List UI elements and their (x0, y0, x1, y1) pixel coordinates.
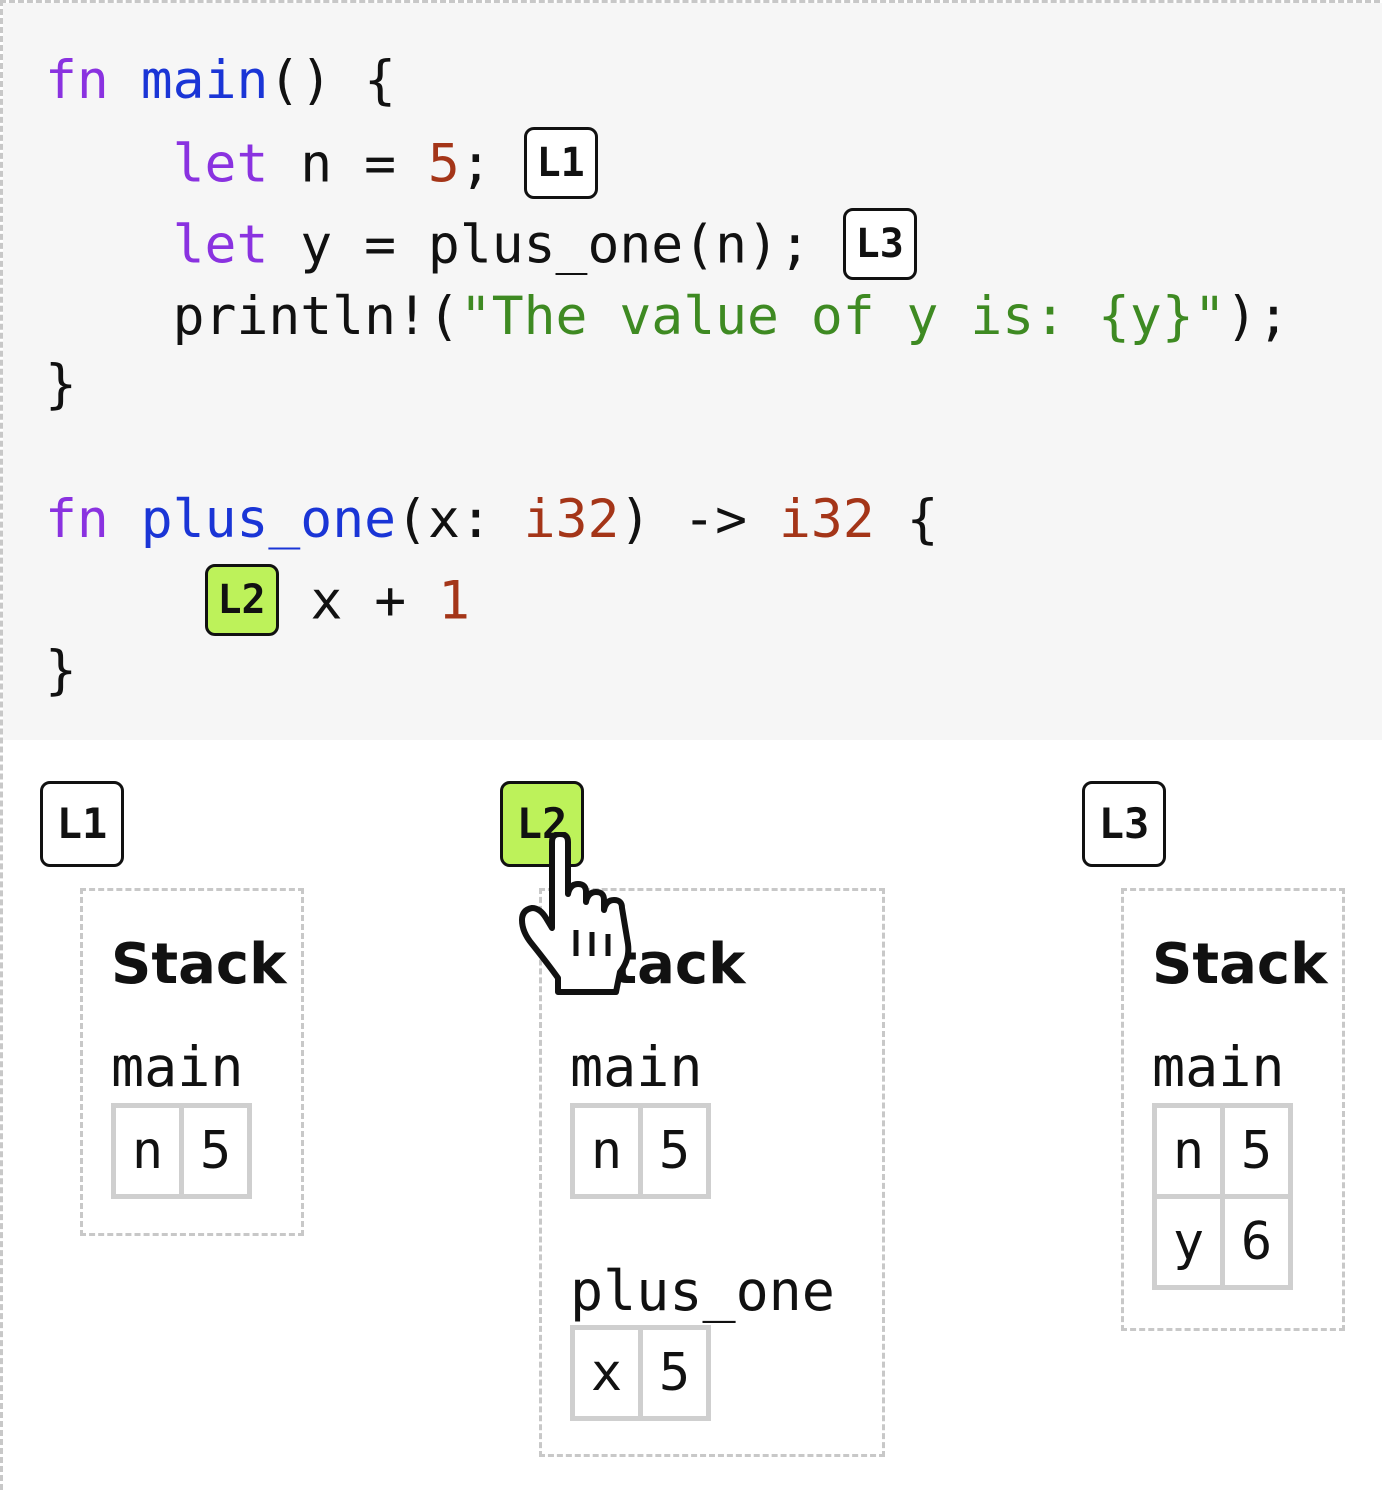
variable-row: x 5 (570, 1325, 711, 1421)
return-arrow: ) -> (619, 489, 779, 550)
opening-brace: { (874, 489, 939, 550)
code-line-let-n: let n = 5; L1 (45, 127, 598, 199)
code-line-plus-one-close: } (45, 641, 77, 701)
frame-vars-main: n 5 (570, 1103, 711, 1199)
step-badge-l1[interactable]: L1 (40, 781, 124, 867)
keyword-let: let (172, 214, 269, 276)
frame-vars-plus-one: x 5 (570, 1325, 711, 1421)
type-i32: i32 (523, 489, 620, 550)
var-name: n (570, 1103, 643, 1199)
var-value: 6 (1220, 1194, 1293, 1290)
var-name: n (111, 1103, 184, 1199)
variable-row: n 5 (1152, 1103, 1293, 1199)
var-name: n (1152, 1103, 1225, 1199)
frame-vars-main: n 5 y 6 (1152, 1103, 1293, 1290)
stack-panel-l1: Stack main n 5 (80, 888, 304, 1236)
stack-title: Stack (1152, 932, 1328, 997)
frame-name-main: main (1152, 1035, 1285, 1099)
plus-one-params: (x: (396, 489, 524, 550)
let-n-text: n = (268, 133, 428, 195)
code-line-let-y: let y = plus_one(n); L3 (45, 208, 917, 280)
inline-badge-l1[interactable]: L1 (523, 127, 598, 199)
code-line-println: println!("The value of y is: {y}"); (45, 286, 1290, 347)
step-badge-l2[interactable]: L2 (500, 781, 584, 867)
code-line-main-close: } (45, 355, 77, 415)
var-name: x (570, 1325, 643, 1421)
code-line-fn-plus-one: fn plus_one(x: i32) -> i32 { (45, 490, 939, 550)
var-value: 5 (638, 1103, 711, 1199)
step-badge-l3[interactable]: L3 (1082, 781, 1166, 867)
number-literal-5: 5 (427, 133, 460, 195)
code-line-fn-main: fn main() { (45, 51, 396, 111)
code-panel: fn main() { let n = 5; L1 let y = plus_o… (3, 3, 1382, 740)
keyword-let: let (172, 133, 269, 195)
frame-name-main: main (111, 1035, 244, 1099)
var-value: 5 (638, 1325, 711, 1421)
hand-pointer-icon (519, 832, 632, 995)
closing-brace: } (45, 640, 77, 701)
inline-badge-l3[interactable]: L3 (842, 208, 917, 280)
string-literal: "The value of y is: {y}" (459, 286, 1226, 347)
main-params: () { (268, 50, 397, 111)
println-end: ); (1225, 286, 1290, 347)
frame-name-plus-one: plus_one (570, 1259, 835, 1323)
var-name: y (1152, 1194, 1225, 1290)
let-y-text: y = plus_one(n); (268, 214, 811, 276)
stack-title: Stack (111, 932, 287, 997)
var-value: 5 (1220, 1103, 1293, 1199)
var-value: 5 (179, 1103, 252, 1199)
inline-badge-l2[interactable]: L2 (204, 564, 279, 636)
code-line-body: L2 x + 1 (45, 564, 470, 636)
semicolon: ; (459, 133, 492, 195)
function-name-plus-one: plus_one (140, 489, 397, 550)
number-literal-1: 1 (438, 570, 471, 632)
variable-row: n 5 (570, 1103, 711, 1199)
println-macro: println!( (172, 286, 460, 347)
closing-brace: } (45, 354, 77, 415)
stack-panel-l3: Stack main n 5 y 6 (1121, 888, 1345, 1331)
variable-row: n 5 (111, 1103, 252, 1199)
keyword-fn: fn (45, 489, 109, 550)
function-name-main: main (140, 50, 269, 111)
variable-row: y 6 (1152, 1194, 1293, 1290)
keyword-fn: fn (45, 50, 109, 111)
frame-name-main: main (570, 1035, 703, 1099)
body-expression: x + (278, 570, 439, 632)
return-type-i32: i32 (778, 489, 875, 550)
frame-vars-main: n 5 (111, 1103, 252, 1199)
